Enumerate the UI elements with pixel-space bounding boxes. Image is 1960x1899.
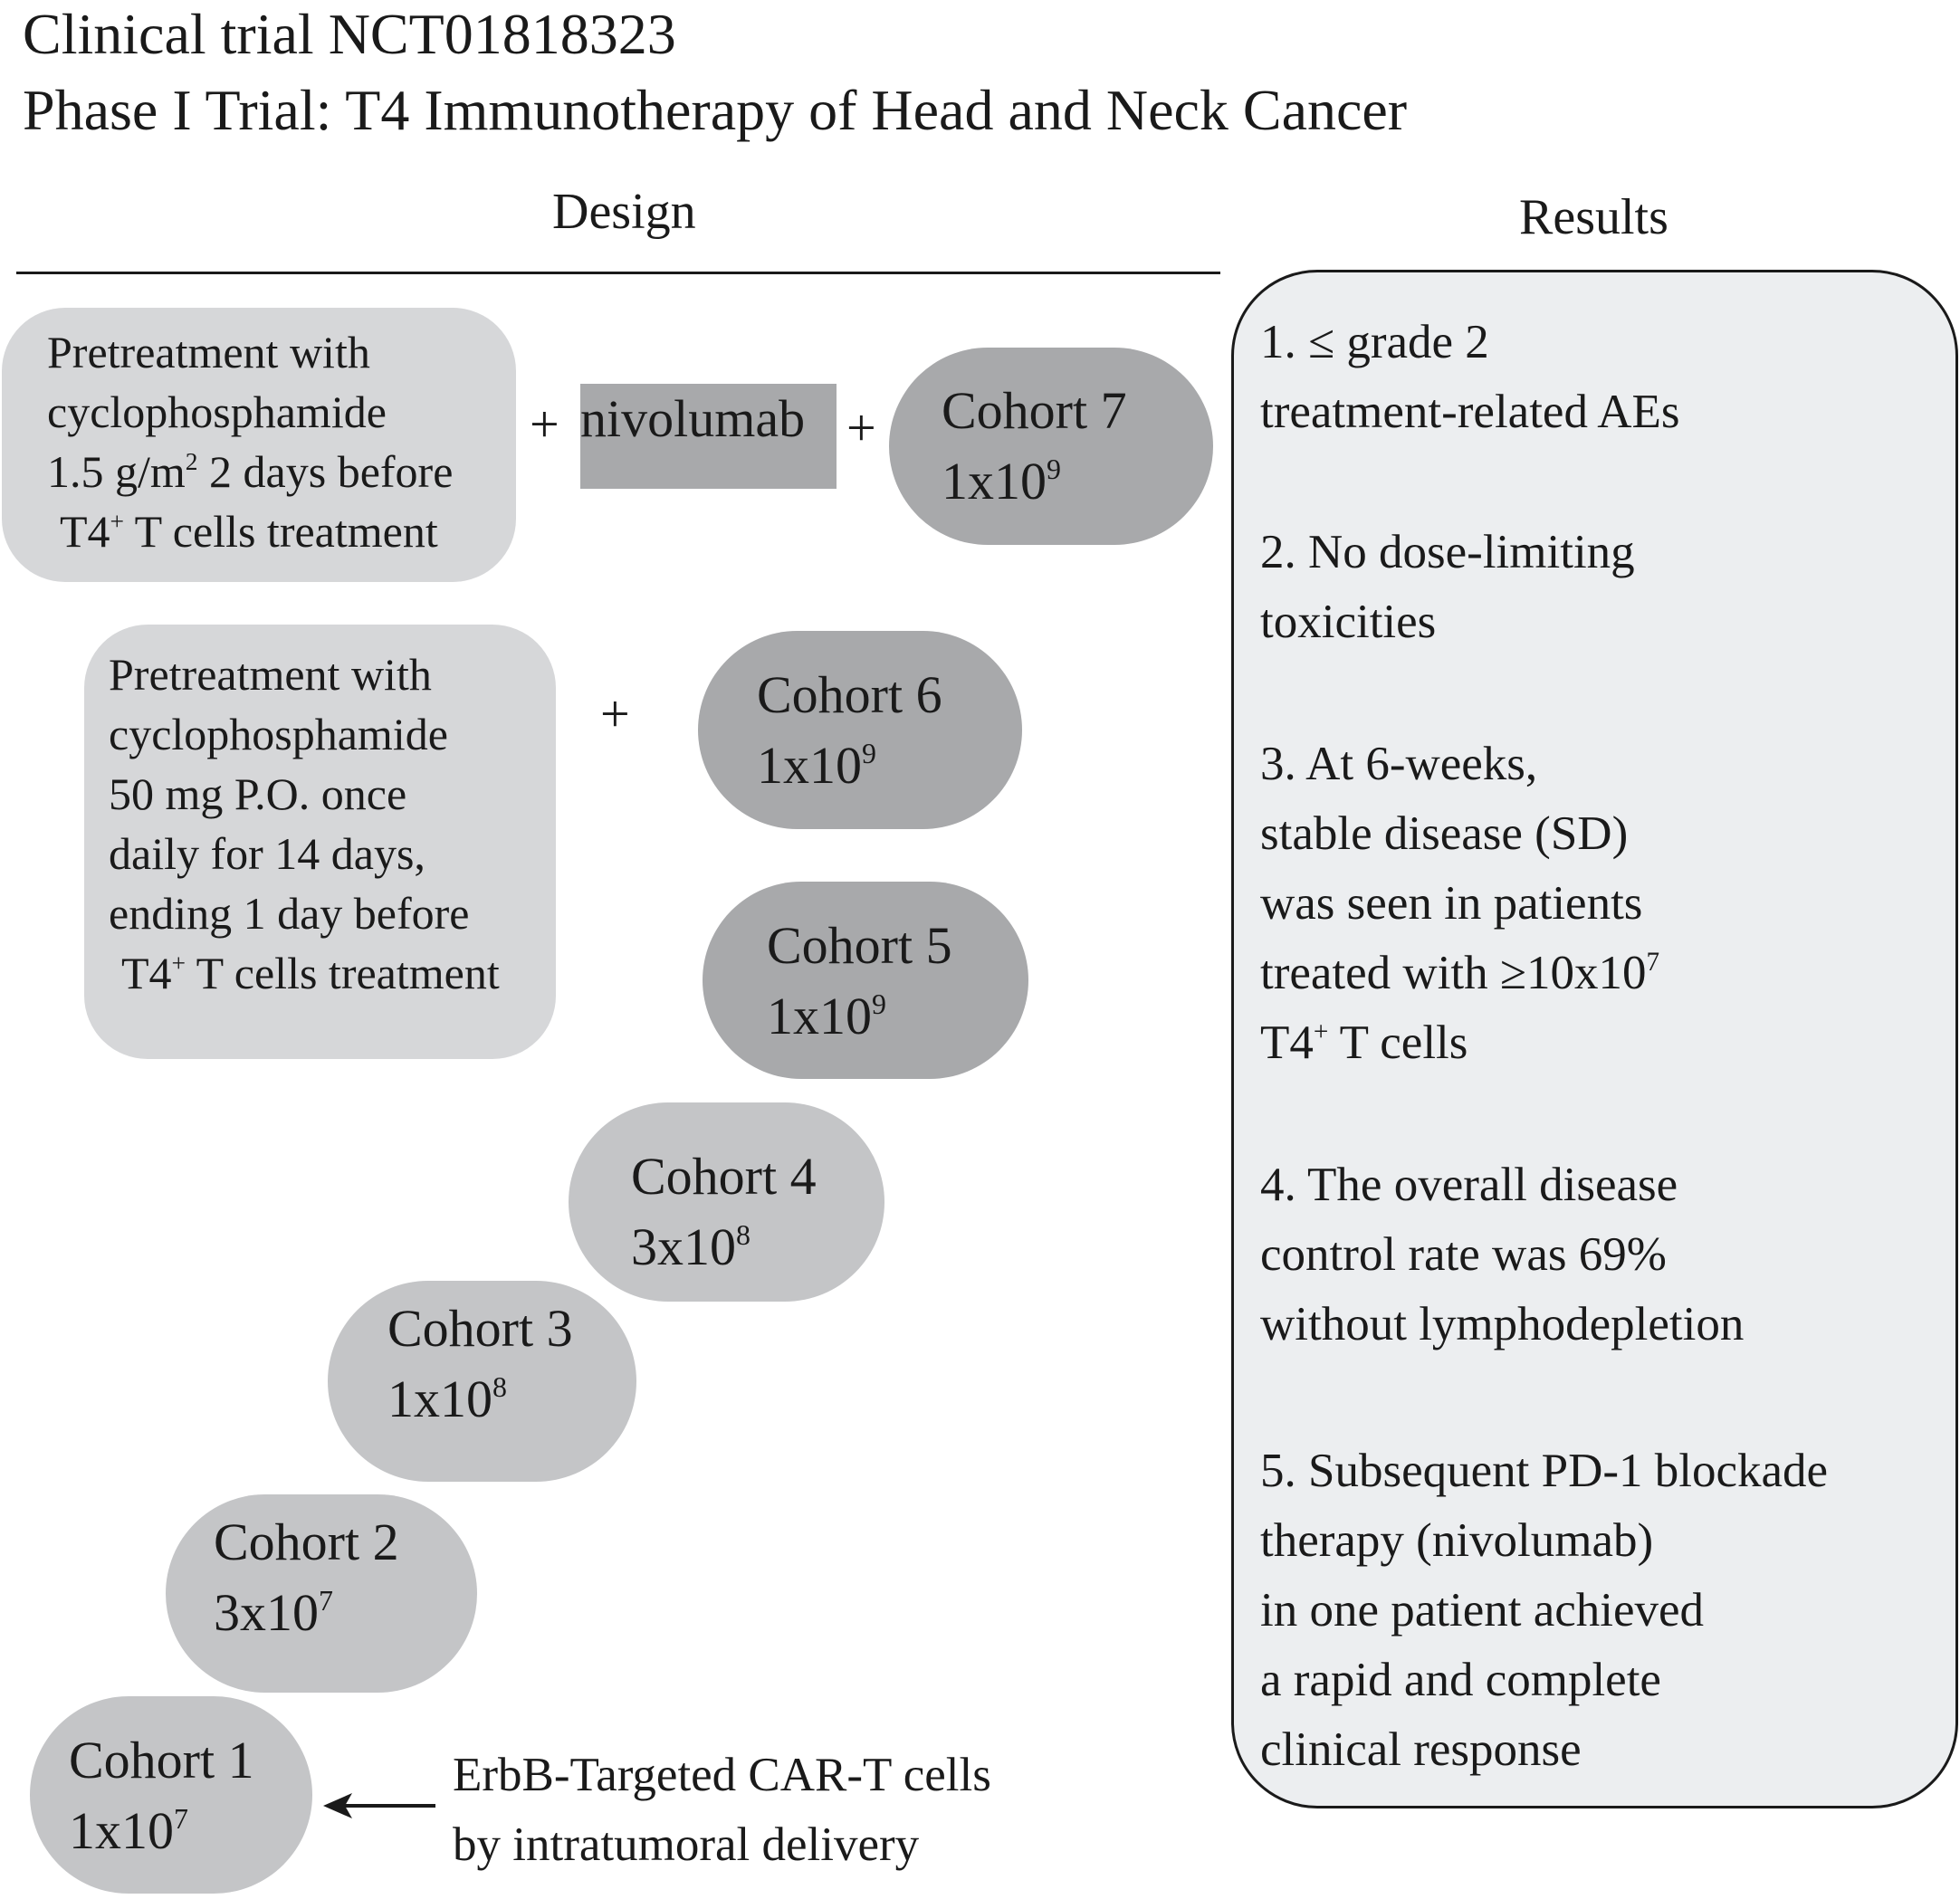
cohort-1-name: Cohort 1 bbox=[69, 1731, 254, 1789]
cohort-3-dose: 1x108 bbox=[387, 1369, 507, 1428]
title-line-1: Clinical trial NCT01818323 bbox=[23, 2, 676, 66]
plus-sign-2: + bbox=[846, 398, 876, 457]
pretreatment-b-line-6: T4+ T cells treatment bbox=[121, 948, 500, 998]
nivolumab-box bbox=[580, 384, 837, 489]
pretreatment-b-line-5: ending 1 day before bbox=[109, 888, 470, 939]
result-2-line-2: toxicities bbox=[1260, 596, 1437, 648]
pretreatment-b-line-1: Pretreatment with bbox=[109, 649, 432, 700]
result-1-line-1: 1. ≤ grade 2 bbox=[1260, 316, 1489, 368]
cohort-6-dose: 1x109 bbox=[757, 736, 876, 795]
plus-sign-1: + bbox=[530, 395, 559, 453]
result-4-line-3: without lymphodepletion bbox=[1260, 1298, 1745, 1350]
result-3-line-2: stable disease (SD) bbox=[1260, 807, 1629, 860]
result-2-line-1: 2. No dose-limiting bbox=[1260, 526, 1635, 578]
result-3-line-4: treated with ≥10x107 bbox=[1260, 947, 1660, 999]
cohort-3-pill bbox=[328, 1281, 636, 1482]
cohort-1-dose: 1x107 bbox=[69, 1801, 188, 1860]
result-3-line-3: was seen in patients bbox=[1260, 877, 1643, 930]
result-4-line-2: control rate was 69% bbox=[1260, 1228, 1667, 1281]
cohort-1-pill bbox=[30, 1696, 312, 1894]
car-t-note-line-1: ErbB-Targeted CAR-T cells bbox=[453, 1749, 991, 1801]
plus-sign-3: + bbox=[600, 684, 630, 743]
cohort-4-name: Cohort 4 bbox=[631, 1147, 817, 1206]
result-5-line-3: in one patient achieved bbox=[1260, 1584, 1705, 1637]
pretreatment-box-high-dose bbox=[2, 308, 516, 582]
cohort-2-name: Cohort 2 bbox=[214, 1513, 399, 1571]
cohort-7-name: Cohort 7 bbox=[942, 381, 1127, 440]
cohort-7-pill bbox=[889, 348, 1213, 545]
result-1-line-2: treatment-related AEs bbox=[1260, 386, 1680, 438]
result-4-line-1: 4. The overall disease bbox=[1260, 1159, 1678, 1211]
result-3-line-5: T4+ T cells bbox=[1260, 1016, 1468, 1069]
pretreatment-b-line-2: cyclophosphamide bbox=[109, 709, 448, 759]
pretreatment-b-line-3: 50 mg P.O. once bbox=[109, 768, 407, 819]
pretreatment-a-line-3: 1.5 g/m2 2 days before bbox=[47, 446, 454, 497]
cohort-5-name: Cohort 5 bbox=[767, 916, 952, 975]
design-divider bbox=[16, 272, 1220, 274]
pretreatment-a-line-4: T4+ T cells treatment bbox=[60, 506, 438, 557]
car-t-note-line-2: by intratumoral delivery bbox=[453, 1818, 920, 1871]
cohort-7-dose: 1x109 bbox=[942, 452, 1061, 511]
title-line-2: Phase I Trial: T4 Immunotherapy of Head … bbox=[23, 78, 1408, 142]
result-5-line-2: therapy (nivolumab) bbox=[1260, 1514, 1654, 1567]
cohort-2-pill bbox=[166, 1494, 477, 1693]
cohort-6-name: Cohort 6 bbox=[757, 665, 942, 724]
result-5-line-1: 5. Subsequent PD-1 blockade bbox=[1260, 1445, 1829, 1497]
pretreatment-a-line-1: Pretreatment with bbox=[47, 327, 370, 377]
result-5-line-4: a rapid and complete bbox=[1260, 1654, 1661, 1706]
design-label: Design bbox=[552, 184, 696, 240]
cohort-2-dose: 3x107 bbox=[214, 1583, 333, 1642]
cohort-4-pill bbox=[569, 1102, 884, 1302]
cohort-3-name: Cohort 3 bbox=[387, 1299, 573, 1358]
pretreatment-b-line-4: daily for 14 days, bbox=[109, 828, 425, 879]
result-5-line-5: clinical response bbox=[1260, 1723, 1582, 1776]
result-3-line-1: 3. At 6-weeks, bbox=[1260, 738, 1538, 790]
cohort-5-pill bbox=[703, 882, 1028, 1079]
results-label: Results bbox=[1519, 189, 1668, 245]
pretreatment-a-line-2: cyclophosphamide bbox=[47, 386, 387, 437]
cohort-6-pill bbox=[698, 631, 1022, 829]
nivolumab-label: nivolumab bbox=[580, 389, 806, 448]
pretreatment-box-low-dose bbox=[84, 625, 556, 1059]
left-arrow-icon bbox=[323, 1793, 435, 1818]
results-panel bbox=[1231, 270, 1958, 1808]
cohort-4-dose: 3x108 bbox=[631, 1217, 751, 1276]
cohort-5-dose: 1x109 bbox=[767, 987, 886, 1045]
